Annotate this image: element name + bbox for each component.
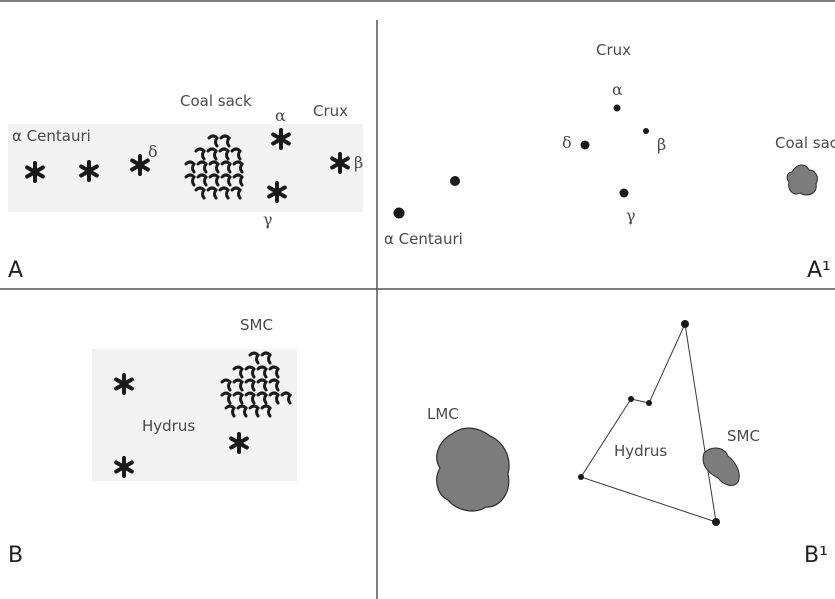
star-beta-centauri-a1: [450, 176, 460, 186]
panel-letter-b: B: [8, 543, 23, 568]
hydrus-star-bottom: [712, 518, 720, 526]
star-gamma-crucis-a1: [619, 188, 629, 198]
label-alpha-a1: α: [612, 80, 623, 99]
label-coal-sack-a: Coal sack: [180, 92, 252, 110]
star-beta-crucis-a1: [643, 128, 649, 134]
label-gamma-a1: γ: [626, 206, 636, 225]
coal-sack-pattern-a: [184, 134, 244, 200]
label-gamma-a: γ: [263, 210, 273, 229]
label-crux-a1: Crux: [596, 41, 631, 59]
hydrus-star-left: [578, 474, 584, 480]
hydrus-star-mid-left: [628, 396, 634, 402]
smc-blob-b1: [702, 447, 740, 486]
panel-a1: Crux α β δ γ Coal sack α Centauri A¹: [384, 41, 835, 283]
label-smc-b1: SMC: [727, 427, 760, 445]
panel-letter-a1: A¹: [807, 258, 831, 283]
panel-letter-b1: B¹: [804, 543, 828, 568]
label-delta-a1: δ: [562, 133, 572, 152]
star-delta-crucis-a1: [580, 140, 590, 150]
lmc-blob-b1: [436, 427, 510, 512]
smc-pattern-b: [220, 351, 292, 418]
panel-b: SMC Hydrus B: [8, 316, 297, 568]
label-delta-a: δ: [148, 142, 158, 161]
hydrus-star-top: [681, 320, 689, 328]
label-hydrus-b: Hydrus: [142, 417, 195, 435]
label-crux-a: Crux: [313, 102, 348, 120]
label-beta-a1: β: [657, 135, 666, 154]
hydrus-constellation-lines: [580, 323, 717, 523]
label-smc-b: SMC: [240, 316, 273, 334]
label-lmc-b1: LMC: [427, 405, 459, 423]
panel-a: α Centauri Coal sack Crux α β γ δ A: [8, 92, 363, 283]
panel-letter-a: A: [8, 258, 23, 283]
star-alpha-crucis-a1: [613, 104, 621, 112]
panel-b1: LMC Hydrus SMC B¹: [427, 320, 828, 568]
coal-sack-blob-a1: [786, 164, 818, 196]
label-hydrus-b1: Hydrus: [614, 442, 667, 460]
label-coal-sack-a1: Coal sack: [775, 134, 835, 152]
label-alpha-centauri-a: α Centauri: [12, 127, 91, 145]
label-alpha-a: α: [275, 106, 286, 125]
hydrus-star-mid-right: [646, 400, 652, 406]
label-alpha-centauri-a1: α Centauri: [384, 230, 463, 248]
star-alpha-centauri-a1: [393, 207, 405, 219]
label-beta-a: β: [354, 153, 363, 172]
panel-a-photo-strip: [8, 124, 363, 212]
panel-b-photo-strip: [92, 349, 297, 481]
